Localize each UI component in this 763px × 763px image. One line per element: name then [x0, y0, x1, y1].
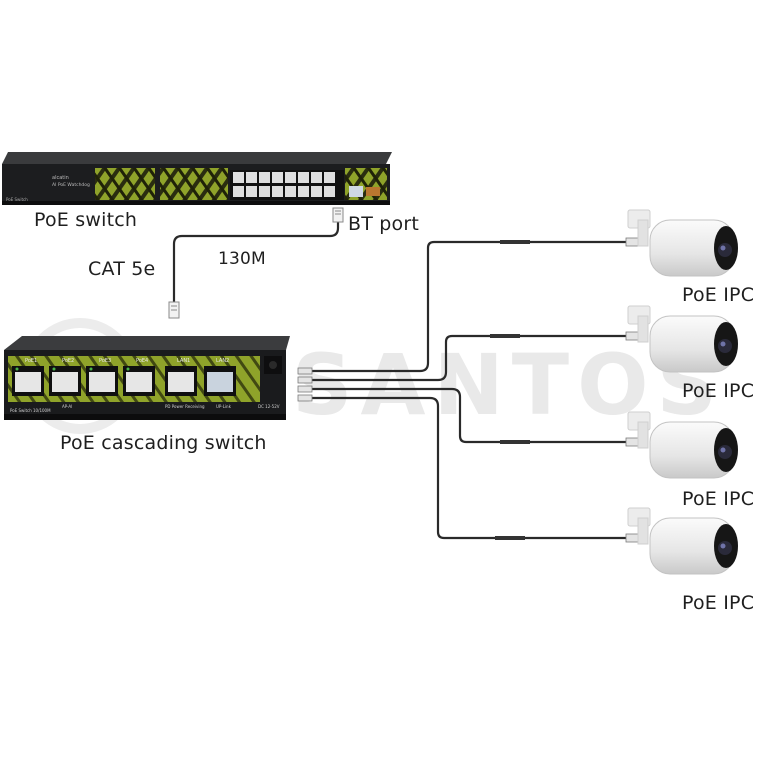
top-switch-model: PoE Switch [6, 197, 28, 202]
cascade-text-pd: PD Power Receiving [165, 404, 205, 409]
camera-icon [627, 411, 739, 479]
port-label-lan2: LAN2 [216, 358, 229, 364]
poe-cascading-switch-device: PoE1 PoE2 PoE3 PoE4 LAN1 LAN2 PoE Switch… [4, 336, 290, 420]
cable-end-connector [168, 301, 180, 319]
label-poe-switch: PoE switch [34, 209, 138, 231]
cascade-text-dc: DC 12-52V [258, 404, 280, 409]
label-camera-2: PoE IPC [682, 380, 755, 402]
poe-switch-device: alcatin AI PoE Watchdog PoE Switch [2, 152, 392, 205]
port-label-poe3: PoE3 [99, 358, 111, 364]
label-camera-4: PoE IPC [682, 592, 755, 614]
label-cascade-switch: PoE cascading switch [60, 432, 267, 454]
label-bt-port: BT port [348, 213, 420, 235]
bt-port-connector [332, 207, 344, 223]
camera-icon [627, 507, 739, 575]
top-switch-brand: alcatin [52, 175, 69, 181]
label-camera-1: PoE IPC [682, 284, 755, 306]
camera-icon [627, 305, 739, 373]
label-distance: 130M [218, 249, 266, 269]
port-label-poe1: PoE1 [25, 358, 37, 364]
cascade-text-ap: AP-AI [62, 404, 72, 409]
cascade-text-model: PoE Switch 10/100M [10, 408, 51, 413]
switch-side-connectors [297, 367, 313, 402]
camera-icon [627, 209, 738, 277]
camera-side-connectors [625, 237, 641, 543]
port-label-lan1: LAN1 [177, 358, 190, 364]
port-label-poe4: PoE4 [136, 358, 148, 364]
cable-bulges [490, 240, 530, 540]
top-switch-tagline: AI PoE Watchdog [52, 182, 90, 188]
camera-cables [312, 240, 628, 540]
label-cat5e: CAT 5e [88, 258, 156, 280]
cat5e-cable [172, 214, 340, 306]
port-label-poe2: PoE2 [62, 358, 74, 364]
cascade-text-uplink: UP-Link [216, 404, 232, 409]
label-camera-3: PoE IPC [682, 488, 755, 510]
